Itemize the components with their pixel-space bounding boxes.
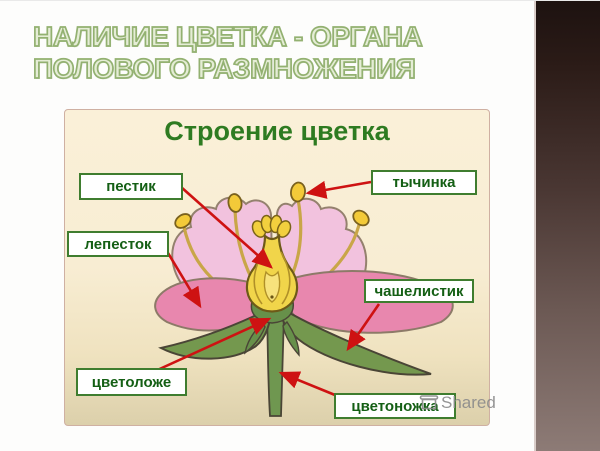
label-stamen: тычинка — [371, 170, 477, 195]
connector-pistil — [180, 186, 273, 269]
slide-title: НАЛИЧИЕ ЦВЕТКА - ОРГАНА ПОЛОВОГО РАЗМНОЖ… — [32, 20, 513, 85]
stigma-lobe — [276, 220, 292, 238]
label-sepal: чашелистик — [364, 279, 474, 303]
stamen-anther — [290, 181, 306, 203]
diagram-title: Строение цветка — [164, 116, 390, 146]
slide-title-line1: НАЛИЧИЕ ЦВЕТКА - ОРГАНА — [32, 20, 423, 53]
stamen-anther — [227, 193, 243, 213]
sepal-small-right — [282, 320, 300, 357]
connector-pedicel — [278, 371, 336, 397]
slide-title-line2: ПОЛОВОГО РАЗМНОЖЕНИЯ — [32, 52, 417, 85]
connector-sepal — [346, 303, 381, 352]
label-receptacle: цветоложе — [76, 368, 187, 396]
stamen-anther — [174, 213, 192, 229]
ovary-inner — [263, 270, 281, 303]
label-pistil: пестик — [79, 173, 183, 200]
stem — [266, 312, 285, 417]
connector-lines-group — [152, 180, 381, 397]
connector-petal — [166, 252, 202, 309]
ovule-dot — [270, 295, 274, 299]
label-petal: лепесток — [67, 231, 169, 257]
watermark: Shared — [419, 393, 496, 413]
diagram-panel: Строение цветка пестик тычинка лепесток … — [64, 109, 490, 426]
side-stripe — [534, 1, 600, 451]
stamen-anther — [352, 209, 370, 227]
myshared-logo-icon — [419, 395, 439, 410]
watermark-text: Shared — [441, 393, 496, 412]
label-pedicel: цветоножка — [334, 393, 456, 419]
connector-receptacle — [152, 317, 272, 374]
connector-stamen — [305, 180, 372, 199]
ovary-detail — [280, 251, 291, 305]
